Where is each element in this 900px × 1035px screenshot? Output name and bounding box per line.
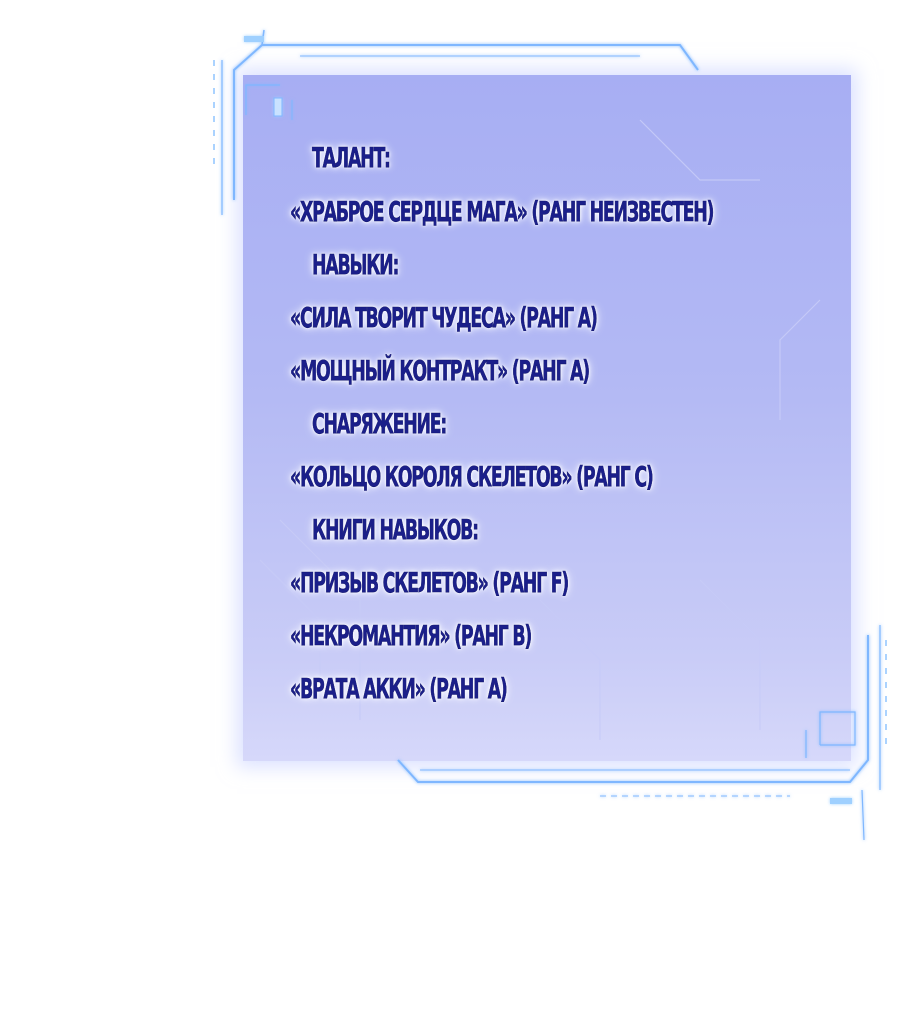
- skills-heading: НАВЫКИ:: [312, 248, 400, 282]
- skill-entry: «МОЩНЫЙ КОНТРАКТ» (РАНГ А): [290, 354, 591, 388]
- skill-entry: «СИЛА ТВОРИТ ЧУДЕСА» (РАНГ А): [290, 301, 598, 335]
- talent-heading: ТАЛАНТ:: [312, 141, 391, 175]
- talent-entry: «ХРАБРОЕ СЕРДЦЕ МАГА» (РАНГ НЕИЗВЕСТЕН): [290, 195, 715, 229]
- skill-book-entry: «ВРАТА АККИ» (РАНГ А): [290, 672, 508, 706]
- skill-book-entry: «ПРИЗЫВ СКЕЛЕТОВ» (РАНГ F): [290, 566, 570, 600]
- skill-book-entry: «НЕКРОМАНТИЯ» (РАНГ В): [290, 619, 533, 653]
- equipment-entry: «КОЛЬЦО КОРОЛЯ СКЕЛЕТОВ» (РАНГ С): [290, 460, 654, 494]
- status-window-panel: [243, 75, 851, 761]
- skill-books-heading: КНИГИ НАВЫКОВ:: [312, 513, 479, 547]
- equipment-heading: СНАРЯЖЕНИЕ:: [312, 407, 448, 441]
